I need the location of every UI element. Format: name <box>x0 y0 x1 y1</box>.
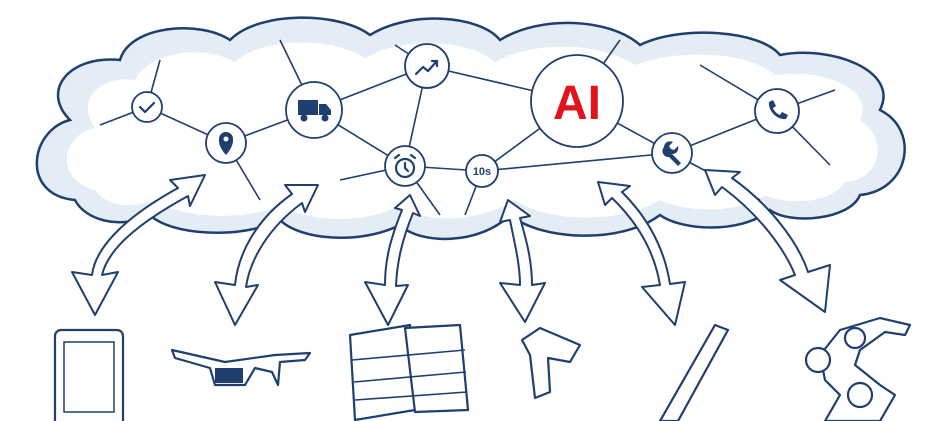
alarm-clock-icon <box>393 153 417 179</box>
ai-label: AI <box>553 77 601 130</box>
node-wrench <box>651 132 693 174</box>
device-barcode-scanner <box>520 326 582 400</box>
trend-up-icon <box>414 59 439 76</box>
wrench-icon <box>662 141 681 166</box>
phone-icon <box>768 100 788 120</box>
node-check <box>131 91 163 123</box>
device-handheld-stick <box>658 323 730 421</box>
timer-label: 10s <box>473 166 491 178</box>
device-robot-arm <box>804 316 912 421</box>
data-flow-arrows <box>71 169 831 326</box>
node-phone <box>754 88 800 134</box>
cloud <box>35 16 906 241</box>
device-tablet <box>53 328 125 421</box>
node-truck <box>285 81 343 139</box>
device-smart-glasses <box>170 348 312 387</box>
device-shelf-cart <box>348 323 470 421</box>
node-timer: 10s <box>465 154 499 188</box>
location-pin-icon <box>218 132 234 155</box>
truck-icon <box>298 100 331 122</box>
node-ai: AI <box>530 54 624 148</box>
node-clock <box>384 145 426 187</box>
node-trend <box>404 43 450 89</box>
node-location <box>205 122 247 164</box>
check-icon <box>138 101 156 114</box>
